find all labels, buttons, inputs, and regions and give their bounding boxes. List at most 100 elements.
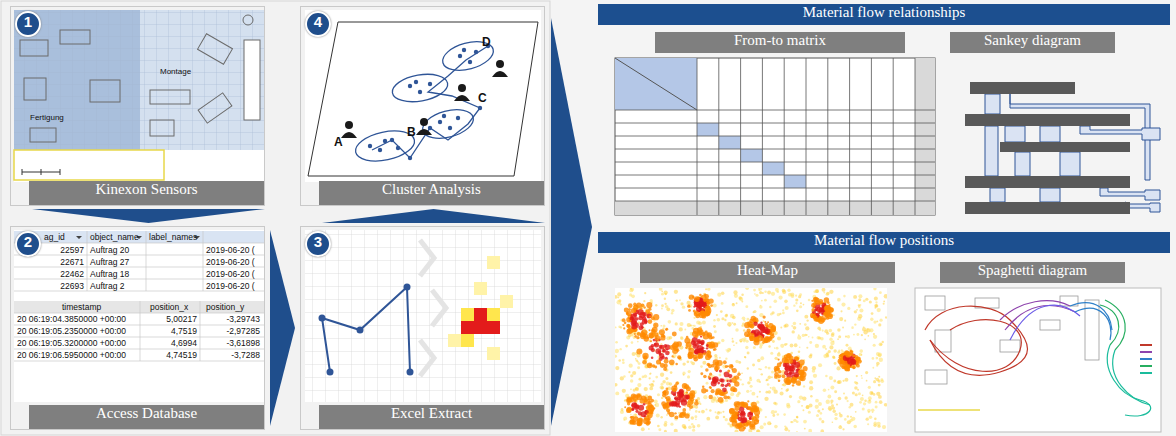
heat-map-part-part	[659, 362, 661, 364]
heat-map-part-part	[713, 319, 715, 321]
excel-grid-part-part	[474, 321, 487, 334]
heat-map-part-part	[615, 295, 618, 299]
heat-map-part-part	[672, 332, 677, 337]
sankey-diagram-part-part	[985, 126, 998, 176]
heat-map-part-part	[829, 290, 833, 294]
group-heading: Material flow positions	[598, 232, 1170, 253]
heat-map-part-part	[674, 412, 676, 414]
floor-plan-part	[22, 169, 23, 175]
heat-map-part-part	[734, 401, 740, 407]
heat-map-part-part	[695, 334, 699, 338]
cluster-plot-part-part	[438, 120, 442, 124]
heat-map-part-part	[629, 364, 633, 368]
heat-map-part-part	[680, 302, 683, 305]
heat-map-part-part	[650, 383, 654, 387]
table-cell: 22671	[60, 258, 84, 267]
heat-map-part-part	[680, 337, 683, 340]
heat-map-part-part	[853, 425, 856, 428]
heat-map-part-part	[794, 362, 800, 368]
method-caption: From-to matrix	[655, 32, 905, 53]
heat-map-part-part	[679, 406, 681, 408]
heat-map-part-part	[704, 294, 709, 299]
heat-map-part-part	[780, 327, 782, 329]
cluster-plot-part-part	[383, 139, 387, 143]
heat-map-part-part	[830, 341, 834, 345]
heat-map-part-part	[723, 416, 726, 419]
heat-map-part-part	[803, 420, 807, 424]
heat-map-part-part	[840, 310, 842, 312]
from-to-matrix-part	[915, 58, 935, 215]
table-cell: 22462	[60, 270, 84, 279]
heat-map-part-part	[716, 390, 720, 394]
heat-map-part-part	[618, 359, 621, 362]
from-to-matrix-part-part	[827, 58, 828, 215]
heat-map-part-part	[768, 345, 770, 347]
floor-plan-part	[198, 93, 232, 123]
database-table-part-part	[14, 337, 264, 338]
heat-map-part-part	[660, 416, 662, 418]
heat-map-part-part	[654, 365, 657, 368]
database-table-part-part	[200, 301, 201, 361]
heat-map-part	[615, 288, 887, 432]
heat-map-part-part	[633, 303, 636, 306]
heat-map-part-part	[671, 312, 673, 314]
spaghetti-diagram-part-part	[925, 370, 947, 384]
excel-grid-part-part	[407, 369, 414, 376]
heat-map-part-part	[708, 364, 711, 367]
heat-map-part-part	[686, 301, 690, 305]
heat-map-part-part	[847, 307, 850, 310]
heat-map-part-part	[694, 296, 700, 302]
heat-map-part-part	[771, 292, 775, 296]
heat-map-part-part	[725, 314, 728, 317]
heat-map-part-part	[756, 429, 760, 432]
heat-map-part-part	[712, 379, 717, 384]
heat-map-part-part	[863, 402, 866, 405]
heat-map-part-part	[865, 371, 868, 374]
heat-map-part-part	[704, 294, 706, 296]
heat-map-part-part	[657, 425, 660, 428]
database-table-part-part	[14, 243, 264, 244]
heat-map-part-part	[641, 303, 645, 307]
heat-map-part-part	[711, 337, 713, 339]
heat-map-part-part	[782, 357, 788, 363]
heat-map-part-part	[856, 375, 858, 377]
heat-map-part-part	[661, 386, 664, 389]
heat-map-part-part	[878, 323, 881, 326]
heat-map-part-part	[615, 326, 617, 328]
database-table-part-part	[14, 361, 264, 362]
heat-map-part-part	[699, 294, 702, 297]
sankey-diagram-part-part	[1080, 126, 1160, 140]
heat-map-part-part	[778, 352, 780, 354]
heat-map-part-part	[624, 308, 629, 313]
heat-map-part-part	[628, 334, 631, 337]
table-cell: -3,29743	[226, 315, 260, 324]
heat-map-part-part	[857, 389, 859, 391]
heat-map-part-part	[843, 295, 846, 298]
heat-map-part-part	[662, 335, 665, 338]
excel-grid-part-part	[461, 334, 474, 347]
heat-map-part-part	[767, 321, 769, 323]
heat-map-part-part	[751, 409, 754, 412]
heat-map-part-part	[686, 360, 689, 363]
heat-map-part-part	[663, 391, 667, 395]
heat-map-part-part	[702, 385, 705, 388]
heat-map-part-part	[707, 363, 710, 366]
heat-map-part-part	[774, 372, 779, 377]
cluster-plot-part-part	[368, 144, 372, 148]
floor-plan-part	[244, 40, 260, 120]
heat-map-part-part	[698, 313, 701, 316]
heat-map-part-part	[859, 353, 862, 356]
heat-map-part-part	[758, 368, 760, 370]
spaghetti-diagram	[915, 288, 1161, 432]
heat-map-part-part	[717, 293, 721, 297]
heat-map-part-part	[663, 367, 667, 371]
excel-grid-part-part	[487, 321, 500, 334]
heat-map-part-part	[719, 392, 723, 396]
heat-map-part-part	[617, 292, 621, 296]
heat-map-part-part	[631, 341, 634, 344]
excel-grid-part	[305, 230, 541, 402]
heat-map-part-part	[813, 297, 819, 303]
heat-map-part-part	[828, 329, 832, 333]
cluster-plot-part-part	[468, 60, 472, 64]
heat-map-part-part	[706, 301, 709, 304]
